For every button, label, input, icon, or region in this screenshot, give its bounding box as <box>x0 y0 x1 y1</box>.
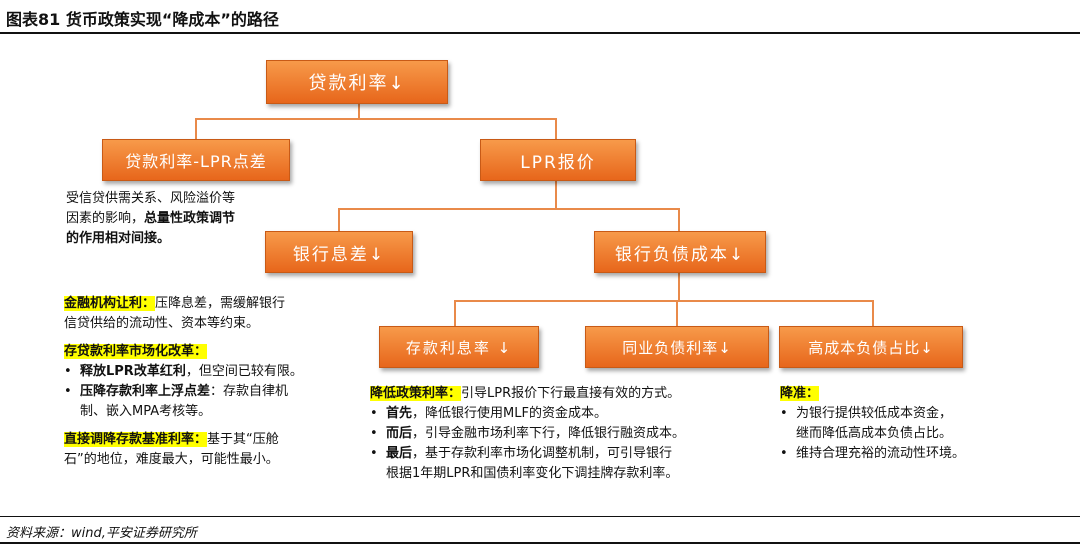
spread-note: 受信贷供需关系、风险溢价等 因素的影响，总量性政策调节 的作用相对间接。 <box>66 191 236 246</box>
highlight-label: 降低政策利率： <box>370 386 462 401</box>
connector <box>358 103 360 119</box>
connector <box>872 300 874 326</box>
highlight-label: 存贷款利率市场化改革： <box>64 344 208 359</box>
box-interbank-rate: 同业负债利率↓ <box>585 326 769 368</box>
highlight-label: 降准： <box>780 386 820 401</box>
source-note: 资料来源：wind,平安证券研究所 <box>6 526 197 541</box>
connector <box>195 118 557 120</box>
box-bank-liability-cost: 银行负债成本↓ <box>594 231 766 273</box>
highlight-label: 金融机构让利： <box>64 296 156 311</box>
connector <box>454 300 456 326</box>
left-text-block: 金融机构让利：压降息差，需缓解银行 信贷供给的流动性、资本等约束。 存贷款利率市… <box>64 296 303 467</box>
footer-rule <box>0 516 1080 517</box>
connector <box>338 208 340 232</box>
highlight-label: 直接调降存款基准利率： <box>64 432 208 447</box>
connector <box>676 300 678 326</box>
box-deposit-rate: 存款利息率 ↓ <box>379 326 539 368</box>
right-text-block: 降准： •为银行提供较低成本资金， 继而降低高成本负债占比。 •维持合理充裕的流… <box>780 386 966 461</box>
figure-title: 图表81 货币政策实现“降成本”的路径 <box>6 10 279 29</box>
box-loan-rate: 贷款利率↓ <box>266 60 448 104</box>
connector <box>555 118 557 140</box>
box-high-cost-ratio: 高成本负债占比↓ <box>779 326 963 368</box>
connector <box>555 180 557 210</box>
connector <box>338 208 680 210</box>
title-rule <box>0 32 1080 34</box>
box-bank-nim: 银行息差↓ <box>265 231 413 273</box>
middle-text-block: 降低政策利率：引导LPR报价下行最直接有效的方式。 •首先，降低银行使用MLF的… <box>370 386 686 481</box>
connector <box>454 300 874 302</box>
connector <box>195 118 197 140</box>
box-lpr-quote: LPR报价 <box>480 139 636 181</box>
connector <box>678 208 680 232</box>
connector <box>678 272 680 302</box>
box-loan-lpr-spread: 贷款利率-LPR点差 <box>102 139 290 181</box>
bottom-rule <box>0 542 1080 544</box>
